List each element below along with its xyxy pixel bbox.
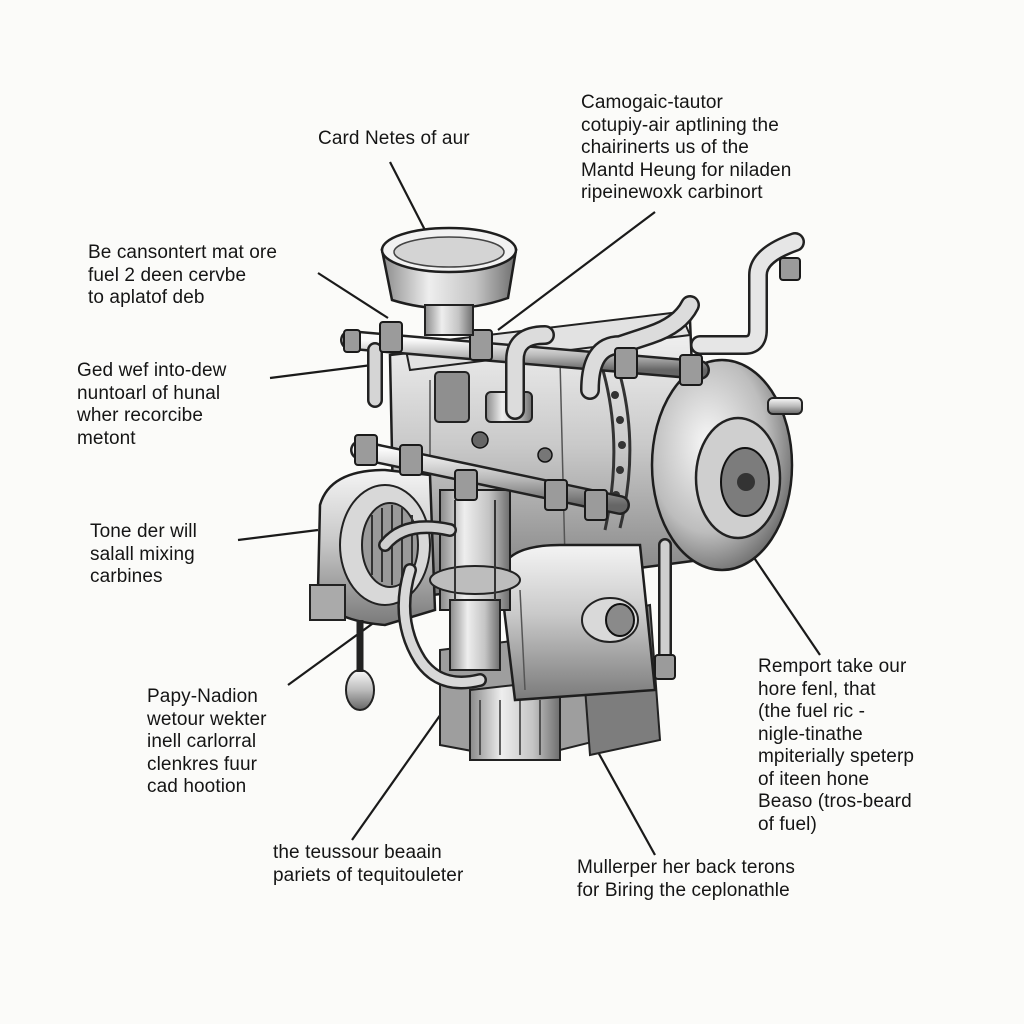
callout-line: pariets of tequitouleter — [273, 864, 464, 886]
leader-line-left-middle — [269, 363, 373, 380]
callout-left-middle: Ged wef into-dew nuntoarl of hunal wher … — [77, 360, 226, 450]
callout-line: Camogaic-tautor — [581, 92, 723, 113]
callout-bottom-left: Papy-Nadion wetour wekter inell carlorra… — [147, 686, 267, 799]
callout-line: cotupiy-air aptlining the — [581, 114, 779, 136]
leader-line-bottom-right — [597, 751, 656, 856]
callout-line: the teussour beaain — [273, 842, 442, 863]
callout-left-lower: Tone der will salall mixing carbines — [90, 521, 197, 589]
callout-line: for Biring the ceplonathle — [577, 879, 790, 901]
callout-top-center: Card Netes of aur — [318, 128, 470, 151]
callout-bottom-center: the teussour beaain pariets of tequitoul… — [273, 842, 463, 887]
callout-line: salall mixing — [90, 543, 195, 565]
callout-line: Beaso (tros-beard — [758, 791, 912, 812]
callout-line: fuel 2 deen cervbe — [88, 264, 247, 286]
callout-line: of fuel) — [758, 813, 817, 835]
callout-line: wher recorcibe — [77, 405, 204, 426]
callout-line: nuntoarl of hunal — [77, 382, 221, 404]
callout-line: Be cansontert mat ore — [88, 242, 278, 263]
center-column — [429, 489, 521, 671]
callout-bottom-right: Mullerper her back terons for Biring the… — [577, 857, 795, 902]
callout-right-lower: Remport take our hore fenl, that (the fu… — [758, 656, 914, 836]
right-turbine-housing — [650, 358, 803, 572]
air-intake-cup — [380, 226, 518, 336]
callout-line: to aplatof deb — [88, 287, 205, 308]
callout-line: Papy-Nadion — [147, 686, 258, 707]
callout-line: of iteen hone — [758, 768, 870, 790]
pipe-fittings — [343, 257, 801, 680]
callout-line: nigle-tinathe — [758, 723, 863, 745]
callout-line: Mantd Heung for niladen — [581, 159, 792, 181]
leader-line-left-upper — [317, 272, 389, 319]
callout-line: mpiterially speterp — [758, 746, 915, 767]
callout-line: Remport take our — [758, 656, 907, 677]
callout-line: chairinerts us of the — [581, 137, 749, 158]
callout-line: Ged wef into-dew — [77, 360, 227, 381]
callout-line: wetour wekter — [147, 708, 267, 730]
left-gear-housing — [309, 468, 437, 711]
callout-line: inell carlorral — [147, 731, 257, 752]
callout-line: hore fenl, that — [758, 678, 876, 700]
leader-line-top-center — [389, 161, 429, 237]
callout-line: carbines — [90, 566, 163, 587]
callout-line: cad hootion — [147, 776, 247, 797]
callout-line: ripeinewoxk carbinort — [581, 182, 763, 203]
callout-line: metont — [77, 427, 136, 449]
callout-line: (the fuel ric - — [758, 701, 866, 722]
callout-line: Tone der will — [90, 521, 197, 542]
leader-line-top-right — [497, 211, 656, 331]
callout-line: Mullerper her back terons — [577, 857, 795, 878]
callout-top-right: Camogaic-tautor cotupiy-air aptlining th… — [581, 92, 791, 205]
callout-line: Card Netes of aur — [318, 128, 470, 149]
callout-left-upper: Be cansontert mat ore fuel 2 deen cervbe… — [88, 242, 277, 310]
callout-line: clenkres fuur — [147, 753, 258, 775]
lower-front-box — [498, 543, 657, 702]
leader-line-left-lower — [237, 528, 319, 542]
